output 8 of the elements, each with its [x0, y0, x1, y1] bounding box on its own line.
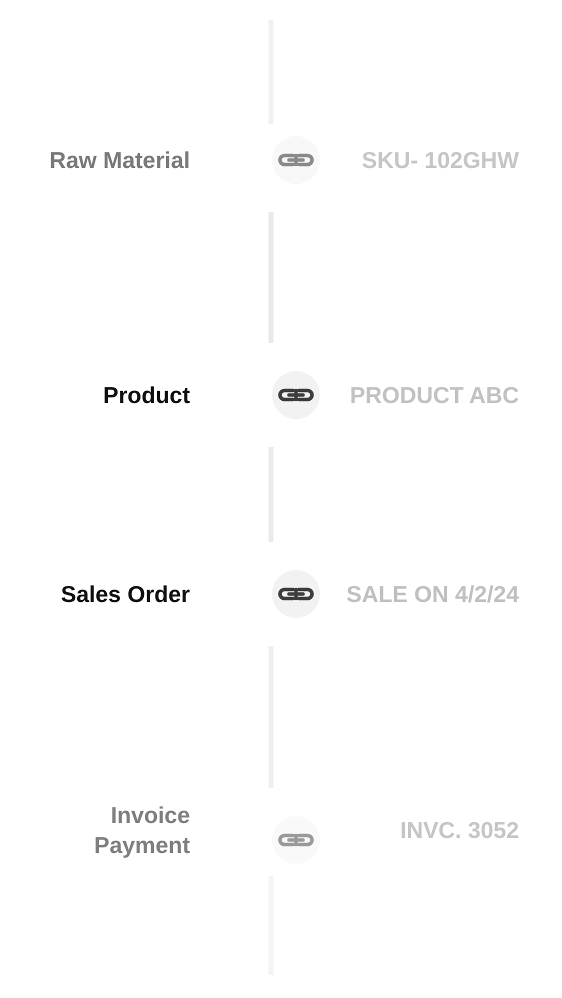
stage-name: Product: [103, 381, 190, 410]
record-reference: SALE ON 4/2/24: [346, 580, 519, 609]
stage-name: Sales Order: [60, 580, 190, 609]
record-reference: INVC. 3052: [400, 816, 519, 845]
record-reference: PRODUCT ABC: [350, 381, 519, 410]
stage-name: Raw Material: [49, 146, 190, 175]
stage-name: Invoice Payment: [93, 801, 190, 860]
record-reference: SKU- 102GHW: [362, 146, 519, 175]
